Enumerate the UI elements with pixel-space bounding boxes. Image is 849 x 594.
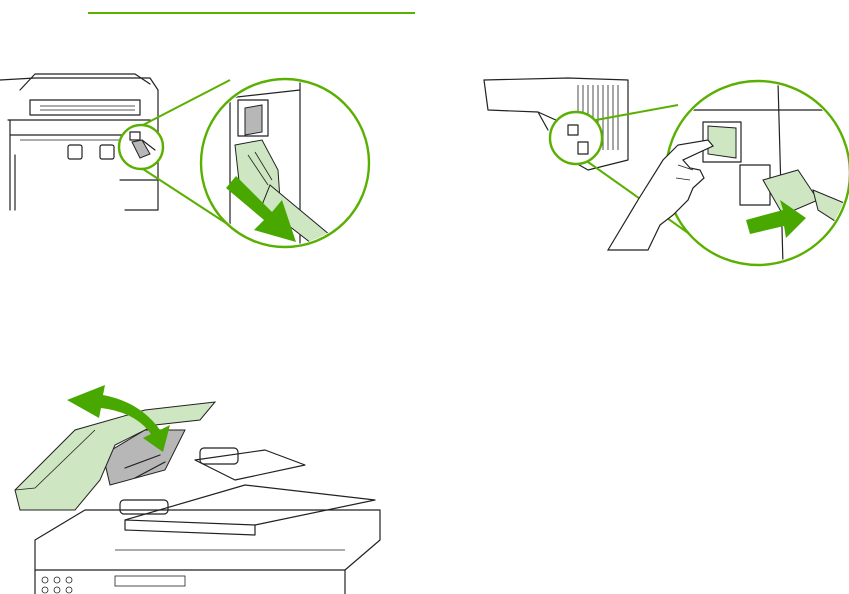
printer-rear-power-cord-icon xyxy=(0,60,400,260)
open-adf-cover-figure xyxy=(15,390,385,594)
section-rule xyxy=(88,12,415,14)
press-power-switch-figure xyxy=(478,70,849,270)
power-switch-hand-icon xyxy=(478,70,849,270)
adf-cover-open-icon xyxy=(15,390,385,594)
unplug-power-cord-figure xyxy=(0,60,400,260)
